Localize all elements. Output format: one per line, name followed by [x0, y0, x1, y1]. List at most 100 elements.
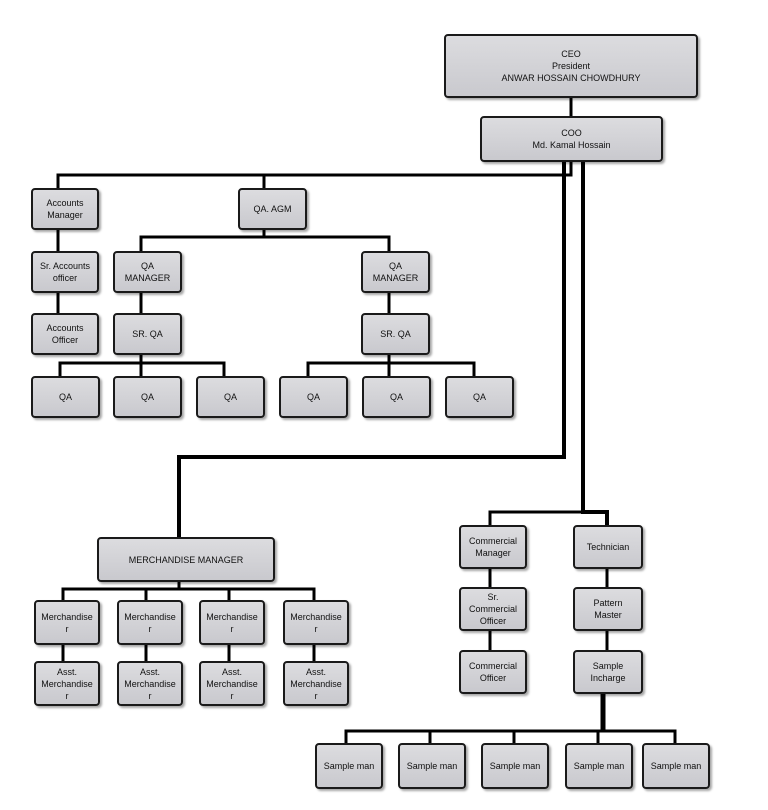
node-label-line: Officer — [479, 616, 507, 626]
node-label-line: Merchandise — [290, 678, 342, 689]
node-qa-manager-left: QA MANAGER — [113, 251, 182, 293]
node-label-line: Manager — [47, 210, 83, 220]
node-label-line: Md. Kamal Hossain — [532, 140, 611, 150]
node-label-line: QA — [472, 392, 486, 402]
connector-line — [264, 235, 391, 251]
node-label-line: r — [314, 623, 318, 634]
node-sample-man-1: Sample man — [315, 743, 383, 789]
node-label-line: Commercial — [468, 604, 517, 614]
node-label-line: Technician — [586, 542, 630, 552]
node-qa-3: QA — [196, 376, 265, 418]
node-label-line: r — [65, 623, 69, 634]
node-label-line: Sample man — [406, 761, 458, 771]
connector-line — [306, 355, 391, 376]
node-label-line: SR. QA — [380, 329, 411, 339]
node-label-line: officer — [52, 273, 78, 283]
node-label-line: Asst. — [139, 666, 160, 677]
node-label-line: Merchandise — [206, 611, 258, 622]
node-label-line: r — [230, 690, 234, 701]
node-label-line: QA — [140, 392, 154, 402]
connector-line — [61, 582, 181, 600]
node-qa-4: QA — [279, 376, 348, 418]
node-qa-2: QA — [113, 376, 182, 418]
node-label-line: Sr. — [487, 592, 499, 602]
node-label-line: Incharge — [590, 673, 626, 683]
node-label-line: Accounts — [46, 323, 84, 333]
node-label-line: Asst. — [56, 666, 77, 677]
node-label-line: COO — [561, 128, 582, 138]
node-label-line: Commercial — [468, 536, 517, 546]
node-qa-6: QA — [445, 376, 514, 418]
node-label-line: Sample man — [650, 761, 702, 771]
node-label-line: Merchandise — [124, 611, 176, 622]
node-sample-man-5: Sample man — [642, 743, 710, 789]
connector-line — [177, 162, 566, 537]
node-label-line: Asst. — [305, 666, 326, 677]
node-label-line: Sample — [592, 661, 624, 671]
connector-line — [58, 355, 143, 376]
connector-line — [56, 162, 573, 188]
node-label-line: MERCHANDISE MANAGER — [128, 554, 244, 565]
node-label-line: Commercial — [468, 661, 517, 671]
node-label-line: QA. AGM — [253, 204, 292, 214]
node-label-line: Manager — [475, 548, 511, 558]
node-label-line: Merchandise — [206, 678, 258, 689]
node-label-line: r — [230, 623, 234, 634]
connector-line — [141, 361, 226, 376]
node-label-line: Master — [594, 610, 622, 620]
node-sr-qa-left: SR. QA — [113, 313, 182, 355]
node-label-line: QA — [223, 392, 237, 402]
node-qa-agm: QA. AGM — [238, 188, 307, 230]
node-label-line: Sr. Accounts — [39, 261, 91, 271]
node-sr-accounts-officer: Sr. Accounts officer — [31, 251, 99, 293]
node-sample-man-3: Sample man — [481, 743, 549, 789]
node-sr-qa-right: SR. QA — [361, 313, 430, 355]
connector-line — [344, 729, 677, 743]
node-label-line: r — [148, 690, 152, 701]
node-label-line: MANAGER — [124, 273, 171, 283]
node-label-line: QA — [140, 261, 154, 271]
node-label-line: QA — [389, 392, 403, 402]
node-label-line: CEO — [561, 49, 581, 59]
node-coo: COO Md. Kamal Hossain — [480, 116, 663, 162]
node-label-line: Merchandise — [41, 611, 93, 622]
node-label-line: Sample man — [323, 761, 375, 771]
node-label-line: Accounts — [46, 198, 84, 208]
node-qa-5: QA — [362, 376, 431, 418]
node-label-line: Sample man — [489, 761, 541, 771]
node-sample-man-4: Sample man — [565, 743, 633, 789]
node-label-line: Merchandise — [41, 678, 93, 689]
connector-line — [179, 587, 316, 600]
node-qa-manager-right: QA MANAGER — [361, 251, 430, 293]
node-label-line: ANWAR HOSSAIN CHOWDHURY — [501, 73, 641, 83]
node-label-line: Officer — [51, 335, 79, 345]
node-merchandise-manager: MERCHANDISE MANAGER — [97, 537, 275, 582]
node-label-line: Merchandise — [124, 678, 176, 689]
node-label-line: QA — [306, 392, 320, 402]
node-label-line: President — [551, 61, 591, 71]
node-label-line: SR. QA — [132, 329, 163, 339]
node-qa-1: QA — [31, 376, 100, 418]
node-label-line: r — [148, 623, 152, 634]
node-label-line: r — [314, 690, 318, 701]
node-label-line: QA — [388, 261, 402, 271]
node-label-line: MANAGER — [372, 273, 419, 283]
node-technician: Technician — [573, 525, 643, 569]
node-label-line: Asst. — [221, 666, 242, 677]
connector-line — [488, 510, 583, 525]
node-label-line: QA — [58, 392, 72, 402]
